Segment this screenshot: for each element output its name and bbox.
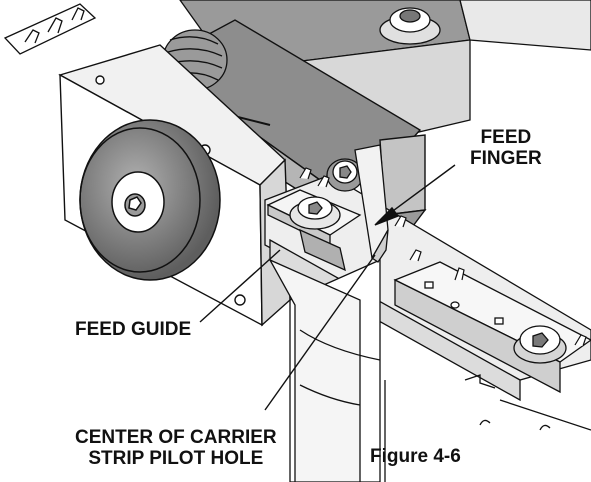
- adjustment-wheel: [79, 119, 221, 281]
- leader-lines: [199, 164, 456, 411]
- figure-caption: Figure 4-6: [370, 446, 461, 467]
- right-guide-screw-icon: [513, 325, 567, 364]
- finger-screw-icon: [326, 158, 364, 192]
- feed-guide-bar-left: [266, 189, 362, 272]
- top-right-screw-icon: [379, 7, 441, 45]
- feed-guide-label: FEED GUIDE: [75, 319, 192, 340]
- carrier-strip-top: [3, 3, 97, 55]
- feed-finger-label-line1: FEED: [480, 127, 532, 148]
- center-carrier-label-line1: CENTER OF CARRIER: [75, 427, 277, 448]
- feed-finger: [354, 144, 389, 263]
- center-carrier-label-line2: STRIP PILOT HOLE: [88, 447, 264, 469]
- feed-finger-label: FEED FINGER: [470, 127, 542, 170]
- lower-structure: [299, 329, 591, 482]
- center-carrier-label: CENTER OF CARRIER STRIP PILOT HOLE: [75, 427, 277, 470]
- strip-tabs: [299, 167, 587, 347]
- feed-finger-label-line2: FINGER: [470, 147, 542, 169]
